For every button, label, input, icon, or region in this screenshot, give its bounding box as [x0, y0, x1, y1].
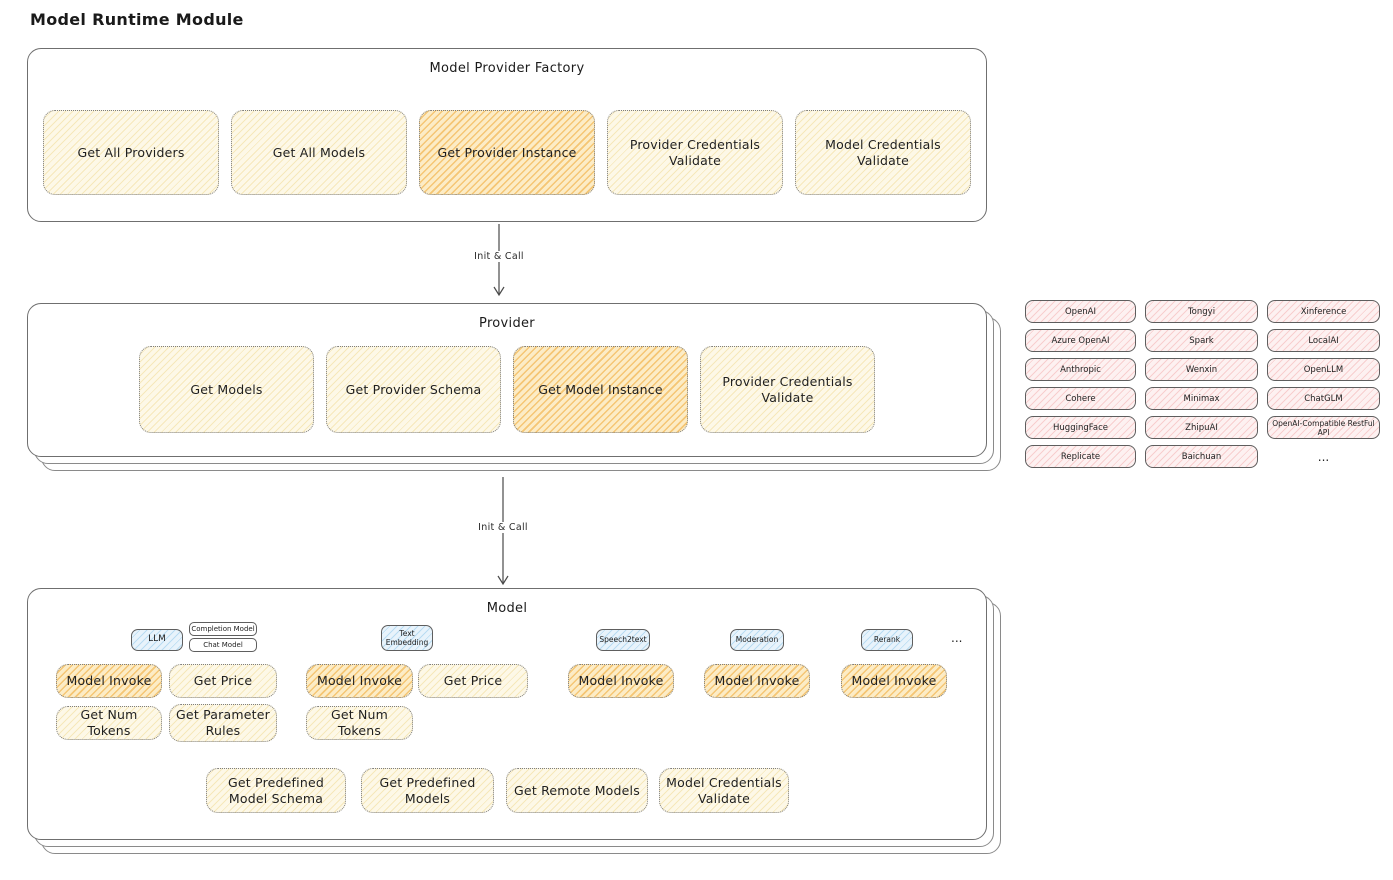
tab-moderation: Moderation — [730, 629, 784, 651]
tab-completion-model: Completion Model — [189, 622, 257, 636]
node-provider-credentials-validate-factory: Provider Credentials Validate — [607, 110, 783, 195]
node-model-credentials-validate: Model Credentials Validate — [659, 768, 789, 813]
node-get-provider-schema: Get Provider Schema — [326, 346, 501, 433]
node-get-price-text-embedding: Get Price — [418, 664, 528, 698]
model-title: Model — [486, 601, 528, 616]
tab-rerank: Rerank — [861, 629, 913, 651]
chip-replicate: Replicate — [1025, 445, 1136, 468]
chip-openllm: OpenLLM — [1267, 358, 1380, 381]
chip-anthropic: Anthropic — [1025, 358, 1136, 381]
node-get-model-instance: Get Model Instance — [513, 346, 688, 433]
node-get-remote-models: Get Remote Models — [506, 768, 648, 813]
node-get-all-models: Get All Models — [231, 110, 407, 195]
chip-openai-compatible-restful-api: OpenAI-Compatible RestFul API — [1267, 416, 1380, 439]
node-model-invoke-llm: Model Invoke — [56, 664, 162, 698]
tab-llm: LLM — [131, 629, 183, 651]
chip-localai: LocalAI — [1267, 329, 1380, 352]
chip-minimax: Minimax — [1145, 387, 1258, 410]
tab-chat-model: Chat Model — [189, 638, 257, 652]
chip-cohere: Cohere — [1025, 387, 1136, 410]
node-get-num-tokens-llm: Get Num Tokens — [56, 706, 162, 740]
chip-spark: Spark — [1145, 329, 1258, 352]
node-get-all-providers: Get All Providers — [43, 110, 219, 195]
node-provider-credentials-validate: Provider Credentials Validate — [700, 346, 875, 433]
model-tabs-ellipsis: ... — [951, 631, 963, 645]
node-get-parameter-rules-llm: Get Parameter Rules — [169, 704, 277, 742]
providers-ellipsis: ... — [1317, 449, 1330, 464]
chip-openai: OpenAI — [1025, 300, 1136, 323]
node-model-invoke-speech2text: Model Invoke — [568, 664, 674, 698]
factory-box: Model Provider Factory Get All Providers… — [27, 48, 987, 222]
chip-baichuan: Baichuan — [1145, 445, 1258, 468]
chip-tongyi: Tongyi — [1145, 300, 1258, 323]
node-get-models: Get Models — [139, 346, 314, 433]
node-get-provider-instance: Get Provider Instance — [419, 110, 595, 195]
tab-speech2text: Speech2text — [596, 629, 650, 651]
node-get-price-llm: Get Price — [169, 664, 277, 698]
node-get-predefined-models: Get Predefined Models — [361, 768, 494, 813]
model-box: Model LLM Completion Model Chat Model Te… — [27, 588, 987, 840]
chip-xinference: Xinference — [1267, 300, 1380, 323]
page-title: Model Runtime Module — [30, 10, 244, 29]
chip-zhipuai: ZhipuAI — [1145, 416, 1258, 439]
node-model-invoke-rerank: Model Invoke — [841, 664, 947, 698]
provider-title: Provider — [479, 316, 535, 331]
chip-chatglm: ChatGLM — [1267, 387, 1380, 410]
init-call-label-2: Init & Call — [453, 522, 553, 533]
init-call-label-1: Init & Call — [449, 251, 549, 262]
node-model-credentials-validate-factory: Model Credentials Validate — [795, 110, 971, 195]
provider-box: Provider Get Models Get Provider Schema … — [27, 303, 987, 457]
providers-panel: OpenAI Tongyi Xinference Azure OpenAI Sp… — [1025, 300, 1380, 468]
factory-title: Model Provider Factory — [429, 61, 585, 76]
node-get-num-tokens-text-embedding: Get Num Tokens — [306, 706, 413, 740]
node-model-invoke-moderation: Model Invoke — [704, 664, 810, 698]
chip-huggingface: HuggingFace — [1025, 416, 1136, 439]
chip-wenxin: Wenxin — [1145, 358, 1258, 381]
chip-azure-openai: Azure OpenAI — [1025, 329, 1136, 352]
node-get-predefined-model-schema: Get Predefined Model Schema — [206, 768, 346, 813]
tab-text-embedding: Text Embedding — [381, 625, 433, 651]
node-model-invoke-text-embedding: Model Invoke — [306, 664, 413, 698]
